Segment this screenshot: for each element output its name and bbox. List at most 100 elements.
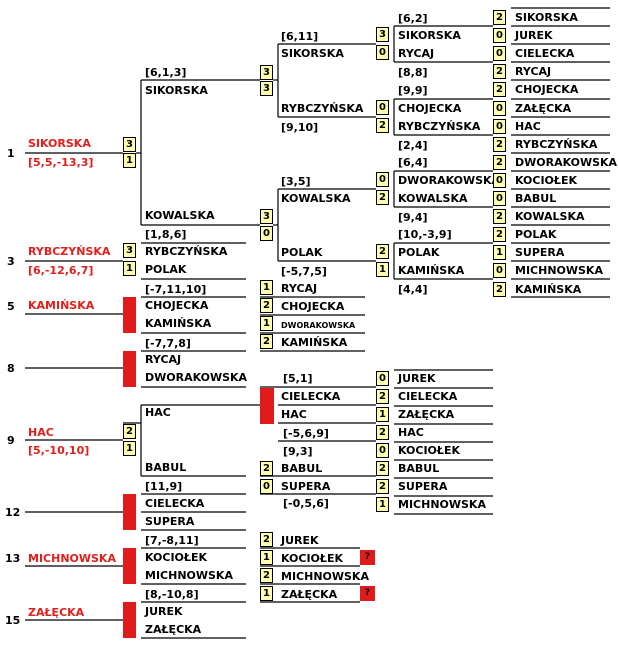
tiebreak: [1,8,6] <box>145 228 187 241</box>
seed-tiebreak: [5,5,-13,3] <box>28 156 94 169</box>
player-name: CHOJECKA <box>145 299 209 312</box>
player-name: DWORAKOWSKA <box>515 156 618 169</box>
player-name: DWORAKOWSKA <box>281 321 356 330</box>
player-name: CIELECKA <box>515 47 575 60</box>
tiebreak: [-0,5,6] <box>283 497 329 510</box>
score-box: 2 <box>376 190 389 205</box>
seed-name: MICHNOWSKA <box>28 552 116 565</box>
player-name: KOCIOŁEK <box>398 444 460 457</box>
player-name: JUREK <box>398 372 436 385</box>
player-name: KAMIŃSKA <box>281 336 348 349</box>
tiebreak: [9,3] <box>283 445 313 458</box>
tiebreak: [-7,11,10] <box>145 283 207 296</box>
score-box: 2 <box>376 425 389 440</box>
seed-number: 15 <box>5 614 21 627</box>
seed-tiebreak: [5,-10,10] <box>28 444 90 457</box>
score-box: 1 <box>123 153 136 168</box>
score-box: 2 <box>376 479 389 494</box>
player-name: BABUL <box>145 461 187 474</box>
player-name: BABUL <box>398 462 440 475</box>
score-box: 3 <box>123 137 136 152</box>
player-name: CHOJECKA <box>398 102 462 115</box>
player-name: KOWALSKA <box>145 209 215 222</box>
score-box: 2 <box>376 461 389 476</box>
tiebreak: [6,1,3] <box>145 66 187 79</box>
seed-number: 1 <box>7 147 15 160</box>
score-box: 0 <box>493 191 506 206</box>
player-name: ZAŁĘCKA <box>515 102 572 115</box>
score-box: 1 <box>493 245 506 260</box>
score-box: 0 <box>260 479 273 494</box>
player-name: SIKORSKA <box>398 29 461 42</box>
player-name: KOCIOŁEK <box>515 174 577 187</box>
player-name: KOCIOŁEK <box>145 551 207 564</box>
score-box: 2 <box>493 82 506 97</box>
score-box: 1 <box>376 262 389 277</box>
player-name: HAC <box>145 406 171 419</box>
player-name: MICHNOWSKA <box>145 569 233 582</box>
player-name: SIKORSKA <box>281 47 344 60</box>
player-name: KAMIŃSKA <box>515 283 582 296</box>
score-box: 1 <box>376 407 389 422</box>
score-box: 2 <box>376 244 389 259</box>
score-box: 3 <box>260 81 273 96</box>
score-box: 2 <box>493 64 506 79</box>
score-box: 3 <box>260 65 273 80</box>
player-name: HAC <box>281 408 307 421</box>
score-box: 1 <box>260 316 273 331</box>
player-name: JUREK <box>281 534 319 547</box>
player-name: KOWALSKA <box>281 192 351 205</box>
seed-number: 12 <box>5 506 21 519</box>
score-box: 0 <box>493 101 506 116</box>
red-block <box>123 548 136 584</box>
tiebreak: [10,-3,9] <box>398 228 452 241</box>
red-block <box>123 602 136 638</box>
tiebreak: [3,5] <box>281 175 311 188</box>
score-box: 0 <box>376 371 389 386</box>
unknown-result-marker: ? <box>360 586 375 601</box>
player-name: SUPERA <box>145 515 195 528</box>
score-box: 1 <box>260 586 273 601</box>
score-box: 2 <box>493 155 506 170</box>
player-name: MICHNOWSKA <box>281 570 369 583</box>
score-box: 0 <box>376 172 389 187</box>
score-box: 3 <box>123 243 136 258</box>
player-name: POLAK <box>145 263 187 276</box>
tiebreak: [7,-8,11] <box>145 534 199 547</box>
score-box: 1 <box>260 280 273 295</box>
seed-number: 8 <box>7 362 15 375</box>
unknown-result-marker: ? <box>360 550 375 565</box>
tiebreak: [2,4] <box>398 139 428 152</box>
player-name: BABUL <box>515 192 557 205</box>
tiebreak: [9,4] <box>398 211 428 224</box>
score-box: 2 <box>260 568 273 583</box>
player-name: RYCAJ <box>515 65 552 78</box>
score-box: 0 <box>493 119 506 134</box>
score-box: 0 <box>376 443 389 458</box>
tiebreak: [8,-10,8] <box>145 588 199 601</box>
red-block <box>123 297 136 333</box>
player-name: KOCIOŁEK <box>281 552 343 565</box>
player-name: SUPERA <box>398 480 448 493</box>
player-name: HAC <box>515 120 541 133</box>
score-box: 2 <box>260 461 273 476</box>
score-box: 0 <box>493 28 506 43</box>
player-name: DWORAKOWSKA <box>398 174 501 187</box>
seed-tiebreak: [6,-12,6,7] <box>28 264 94 277</box>
score-box: 0 <box>493 173 506 188</box>
tiebreak: [6,2] <box>398 12 428 25</box>
seed-name: SIKORSKA <box>28 137 91 150</box>
player-name: RYCAJ <box>145 353 182 366</box>
red-block <box>260 388 274 424</box>
tiebreak: [6,11] <box>281 30 319 43</box>
player-name: KAMIŃSKA <box>398 264 465 277</box>
player-name: RYCAJ <box>281 282 318 295</box>
tiebreak: [5,1] <box>283 372 313 385</box>
tiebreak: [-7,7,8] <box>145 337 191 350</box>
seed-number: 9 <box>7 434 15 447</box>
seed-name: KAMIŃSKA <box>28 299 95 312</box>
player-name: BABUL <box>281 462 323 475</box>
player-name: POLAK <box>398 246 440 259</box>
player-name: SIKORSKA <box>515 11 578 24</box>
score-box: 3 <box>376 27 389 42</box>
